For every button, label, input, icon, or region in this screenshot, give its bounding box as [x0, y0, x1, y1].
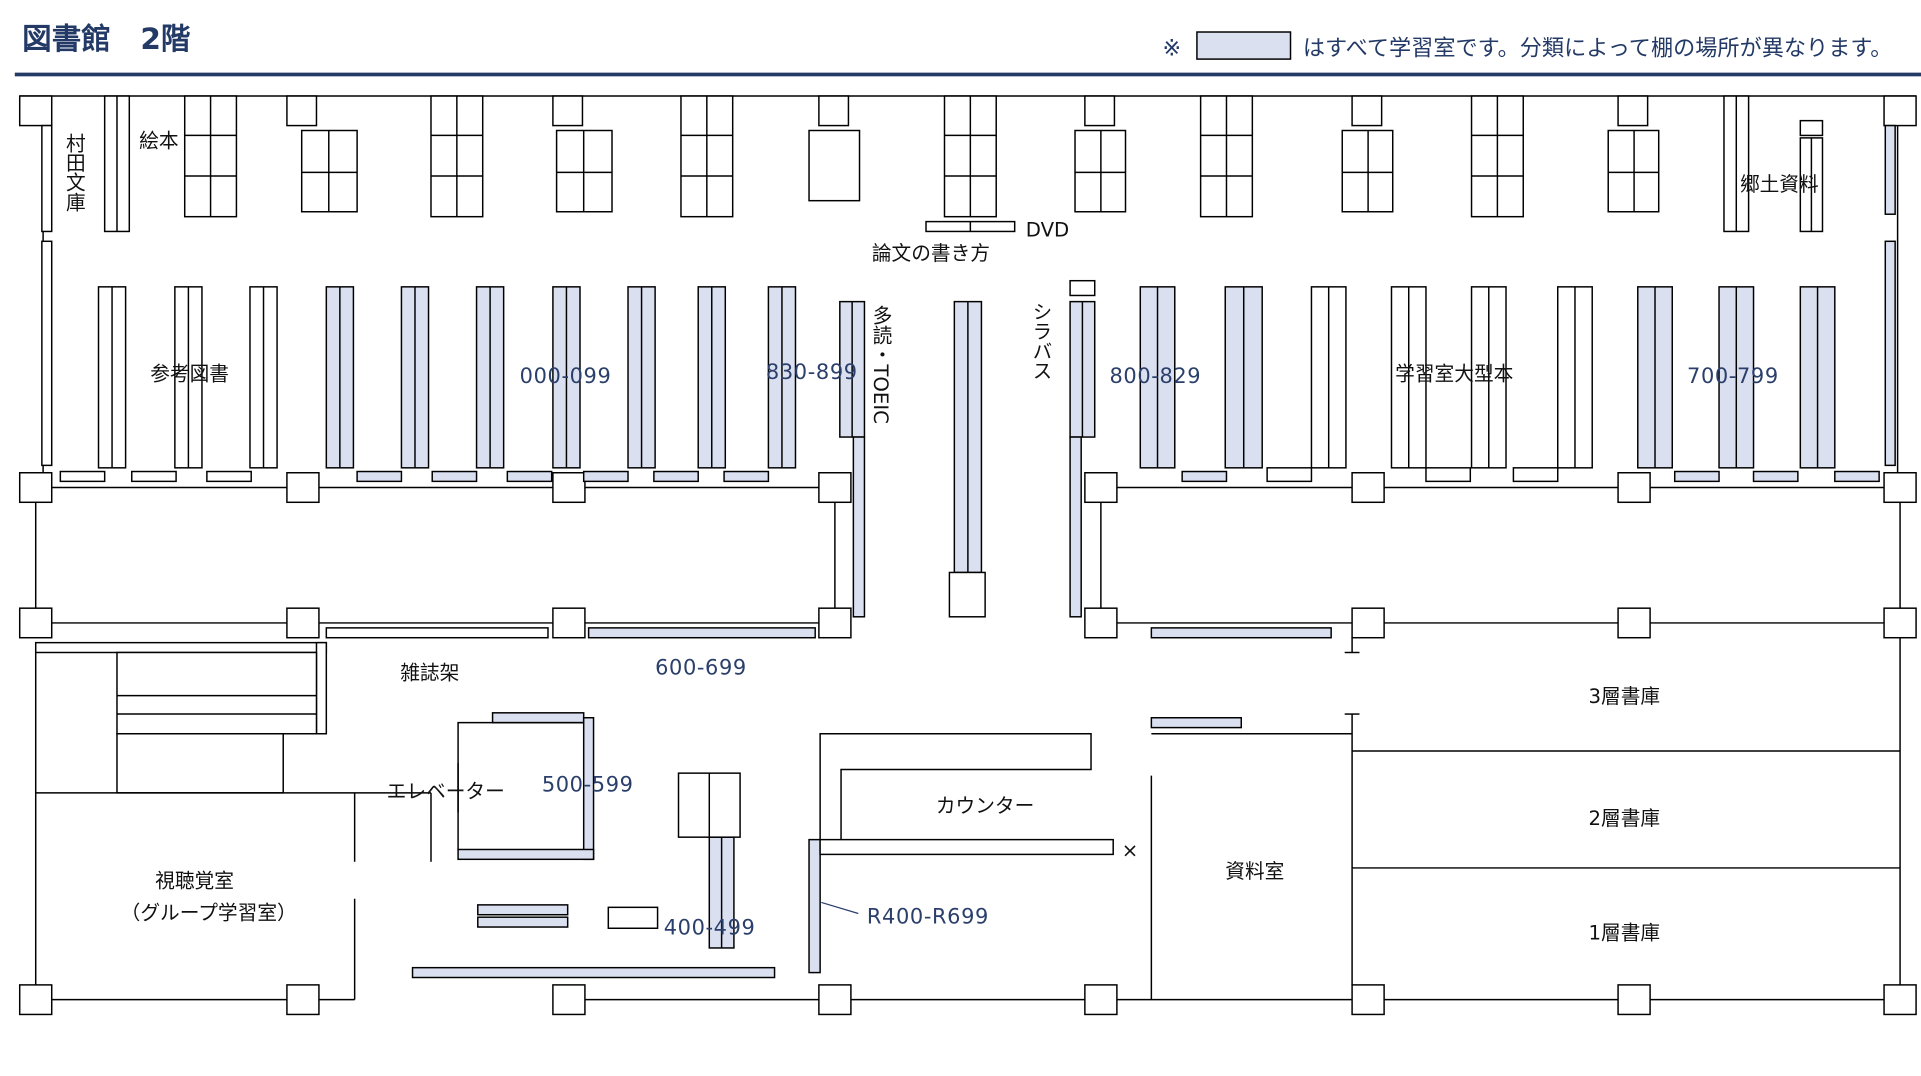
- label-counter: カウンター: [936, 795, 1034, 818]
- label-gakushushitsu-ogatabon: 学習室大型本: [1395, 362, 1513, 385]
- label-000-099: 000-099: [520, 364, 612, 388]
- label-syllabus: シラバス: [1029, 302, 1052, 381]
- label-800-829: 800-829: [1110, 364, 1202, 388]
- pillars: [18, 95, 1917, 1016]
- label-500-599: 500-599: [542, 773, 634, 797]
- shelves-left-wall: [41, 95, 1896, 467]
- label-600-699: 600-699: [655, 656, 747, 680]
- label-group-study: （グループ学習室）: [121, 902, 297, 925]
- label-ehon: 絵本: [139, 130, 178, 153]
- label-shiryoshitsu: 資料室: [1225, 860, 1284, 883]
- stairs: [34, 641, 432, 985]
- label-830-899: 830-899: [766, 360, 858, 384]
- label-tadoku-toeic: 多読・TOEIC: [869, 305, 892, 424]
- legend-text: はすべて学習室です。分類によって棚の場所が異なります。: [1303, 35, 1893, 61]
- elevator: [457, 721, 584, 850]
- label-stack-3: 3層書庫: [1589, 685, 1661, 708]
- inner-walls: [34, 486, 1901, 1001]
- legend-mark: ※: [1162, 35, 1181, 61]
- label-dvd: DVD: [1026, 218, 1069, 241]
- label-sanko-tosho: 参考図書: [150, 362, 229, 385]
- study-desks: [183, 95, 1660, 218]
- label-400-499: 400-499: [664, 915, 756, 939]
- label-stack-2: 2層書庫: [1589, 807, 1661, 830]
- label-r400-r699: R400-R699: [867, 904, 989, 928]
- label-700-799: 700-799: [1687, 364, 1779, 388]
- bookshelves-main: [59, 220, 1880, 618]
- desk-400: [607, 772, 741, 930]
- label-murata-bunko: 村田文庫: [62, 133, 85, 212]
- label-ronbun: 論文の書き方: [872, 242, 990, 265]
- counter: [353, 733, 1353, 1000]
- leader-line: [821, 901, 859, 915]
- header-divider: [14, 72, 1921, 77]
- label-stack-1: 1層書庫: [1589, 921, 1661, 944]
- label-kyodo-shiryo: 郷土資料: [1740, 173, 1819, 196]
- label-elevator: エレベーター: [387, 780, 505, 803]
- lower-shelves: [325, 627, 1332, 979]
- page-title: 図書館 2階: [22, 22, 190, 56]
- label-shichokaku: 視聴覚室: [155, 870, 234, 893]
- legend-study-room-swatch: [1196, 31, 1292, 60]
- label-x-mark: ×: [1122, 839, 1139, 862]
- label-zasshika: 雑誌架: [400, 662, 459, 685]
